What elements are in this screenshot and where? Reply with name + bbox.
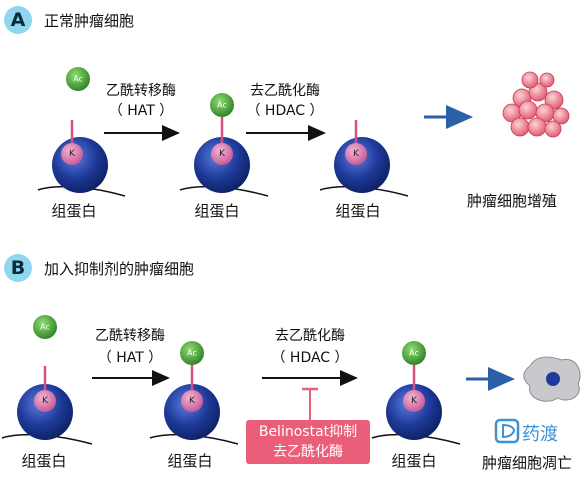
hat-abbr-a: （ HAT ） [108,103,174,119]
histone-label-b2: 组蛋白 [167,452,213,470]
acetyl-mark-b2: Ac [187,348,197,358]
lysine-mark-b3: K [411,396,417,406]
acetyl-mark-b3: Ac [409,348,419,358]
yaodu-logo-icon [494,418,520,444]
tumor-cluster-icon [502,71,570,138]
inhibitor-line2: 去乙酰化酶 [273,444,343,460]
histone-label-a1: 组蛋白 [51,202,97,220]
hat-name-a: 乙酰转移酶 [106,83,176,99]
acetyl-mark-b1: Ac [40,322,50,332]
histone-a3 [319,120,409,197]
lysine-mark-a3: K [353,149,359,159]
acetyl-mark-a2: Ac [217,100,227,110]
panel-b-title: 加入抑制剂的肿瘤细胞 [44,260,195,278]
hdac-abbr-b: （ HDAC ） [271,350,349,366]
histone-label-b1: 组蛋白 [21,452,67,470]
panel-a-title: 正常肿瘤细胞 [44,12,135,30]
lysine-mark-a1: K [69,149,75,159]
histone-b1 [1,315,93,445]
apoptotic-cell-icon [523,356,581,402]
apoptosis-label: 肿瘤细胞凋亡 [481,454,573,472]
histone-a2 [179,93,269,197]
histone-label-b3: 组蛋白 [391,452,437,470]
histone-label-a3: 组蛋白 [335,202,381,220]
hdac-name-b: 去乙酰化酶 [275,328,345,344]
proliferation-label: 肿瘤细胞增殖 [466,192,558,210]
panel-a-badge: A [4,6,32,34]
inhibitor-line1: Belinostat抑制 [258,424,358,440]
lysine-mark-a2: K [219,149,225,159]
histone-a1 [37,67,126,197]
hdac-abbr-a: （ HDAC ） [246,103,324,119]
acetyl-mark-a1: Ac [73,74,83,84]
hat-abbr-b: （ HAT ） [97,350,163,366]
panel-b-badge: B [4,254,32,282]
lysine-mark-b2: K [189,396,195,406]
belinostat-inhibitor-box: Belinostat抑制 去乙酰化酶 [246,420,370,464]
histone-label-a2: 组蛋白 [194,202,240,220]
histone-b3 [371,341,461,445]
hat-name-b: 乙酰转移酶 [95,328,165,344]
hdac-name-a: 去乙酰化酶 [250,83,320,99]
yaodu-logo-text: 药渡 [522,424,558,445]
lysine-mark-b1: K [42,396,48,406]
histone-b2 [149,341,239,445]
